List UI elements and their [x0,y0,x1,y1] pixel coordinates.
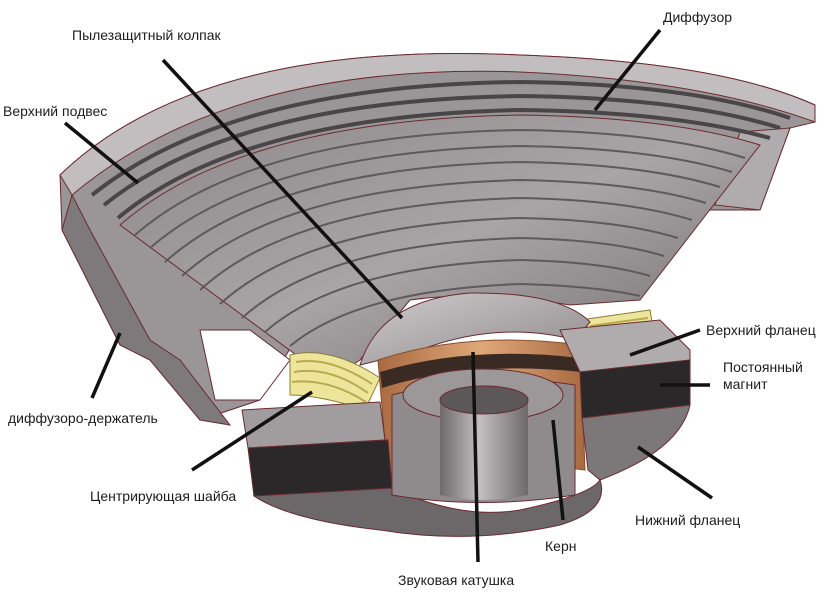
leader-bottom-plate [637,445,713,500]
surround-rolls [90,79,791,220]
label-magnet: Постоянный магнит [723,359,803,392]
label-pole: Керн [545,538,577,554]
leader-spider [191,390,313,472]
pole-piece-shape [391,368,576,503]
leader-surround [63,121,140,185]
leader-lines [63,28,713,563]
bottom-plate-shape [252,404,691,537]
label-basket: диффузоро-держатель [8,410,158,426]
label-spider: Центрирующая шайба [90,488,237,504]
leader-voice-coil [471,351,480,563]
label-dust-cap: Пылезащитный колпак [72,27,221,43]
label-cone: Диффузор [663,9,733,25]
leader-basket [90,332,122,399]
magnet-shape [247,359,691,497]
leader-top-plate [629,328,701,357]
label-bottom-plate: Нижний фланец [635,512,741,528]
label-top-plate: Верхний фланец [706,322,816,338]
leader-pole [551,419,565,521]
leader-dust-cap [161,58,404,320]
label-voice-coil: Звуковая катушка [398,572,515,588]
cone-body [119,114,761,381]
leader-cone [593,28,662,112]
label-surround: Верхний подвес [3,103,108,119]
